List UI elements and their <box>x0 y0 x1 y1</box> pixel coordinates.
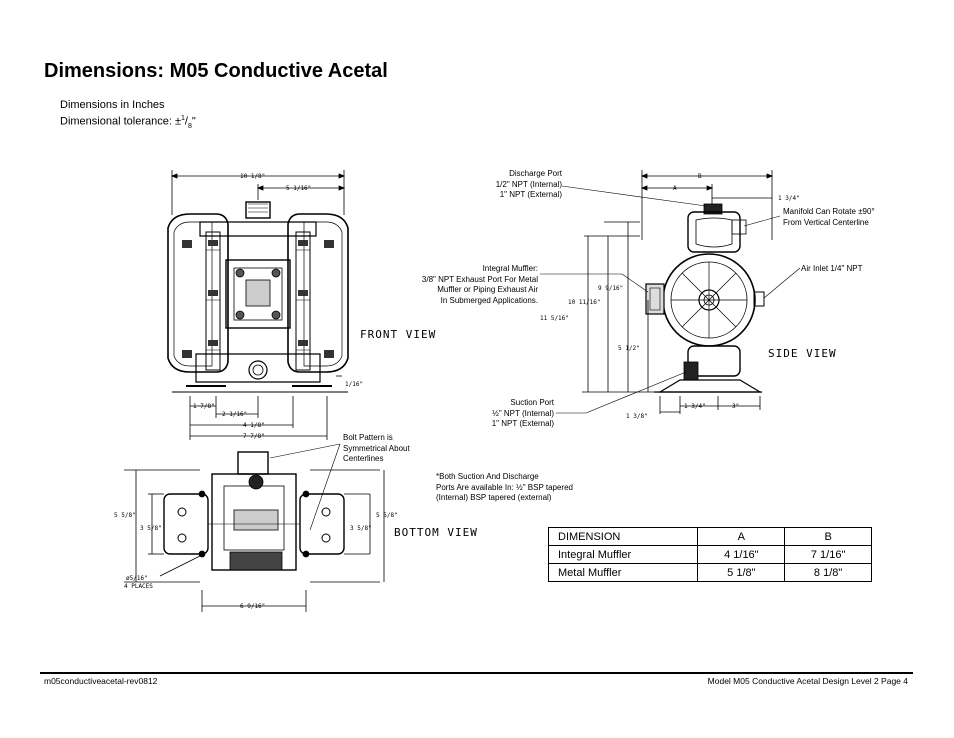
tolerance-suffix: " <box>191 115 196 128</box>
front-foot-dim-2: 2 1/16" <box>222 411 247 418</box>
front-overall-width: 10 1/8" <box>240 173 265 180</box>
air-inlet-callout: Air Inlet 1/4" NPT <box>801 264 863 273</box>
callout-line: Suction Port <box>510 398 554 407</box>
footer-doc-id: m05conductiveacetal-rev0812 <box>44 676 158 686</box>
bottom-left-outer: 5 5/8" <box>114 512 136 519</box>
table-header-row: DIMENSION A B <box>547 527 872 546</box>
callout-line: 1/2" NPT (Internal) <box>495 179 562 189</box>
side-height-1: 9 9/16" <box>598 285 623 292</box>
callout-line: Centerlines <box>343 454 384 463</box>
front-view-drawing: 10 1/8" 5 1/16" 1/16" 1 7/8" 2 1/16" 4 1… <box>167 170 363 440</box>
table-header: DIMENSION <box>547 527 699 546</box>
suction-port-callout: Suction Port ½" NPT (Internal) 1" NPT (E… <box>470 398 554 430</box>
callout-line: Integral Muffler: <box>482 264 538 273</box>
side-top-dim: 1 3/4" <box>778 195 800 202</box>
callout-line: Bolt Pattern is <box>343 433 393 442</box>
callout-line: ½" NPT (Internal) <box>492 408 554 418</box>
callout-line: 1" NPT (External) <box>491 419 554 428</box>
table-cell: Integral Muffler <box>547 545 699 564</box>
side-height-4: 5 1/2" <box>618 345 640 352</box>
tolerance-denominator: 8 <box>187 122 192 130</box>
callout-line: 1" NPT (External) <box>499 190 562 199</box>
bottom-hole-count: 4 PLACES <box>124 583 153 590</box>
front-view-label: FRONT VIEW <box>360 328 437 341</box>
bottom-hole-dia: ø5/16" <box>126 575 148 582</box>
units-note: Dimensions in Inches <box>60 99 165 111</box>
bottom-right-inner: 3 5/8" <box>350 525 372 532</box>
manifold-rotate-callout: Manifold Can Rotate ±90° From Vertical C… <box>783 207 875 228</box>
integral-muffler-callout: Integral Muffler: 3/8" NPT Exhaust Port … <box>384 264 538 306</box>
tolerance-note: Dimensional tolerance: ±1/8" <box>60 115 196 130</box>
page-title: Dimensions: M05 Conductive Acetal <box>44 60 388 82</box>
table-cell: 7 1/16" <box>784 545 872 564</box>
side-bottom-dim-2: 1 3/4" <box>684 403 706 410</box>
callout-line: *Both Suction And Discharge <box>436 472 539 481</box>
callout-line: (Internal) BSP tapered (external) <box>436 493 552 502</box>
front-width-dim-2: 7 7/8" <box>243 433 265 440</box>
table-row: Metal Muffler 5 1/8" 8 1/8" <box>547 563 872 582</box>
dimension-table: DIMENSION A B Integral Muffler 4 1/16" 7… <box>547 527 872 582</box>
side-view-drawing: B A 1 3/4" 9 9/16" 10 11/16" 11 5/16" 5 … <box>540 170 800 420</box>
table-cell: 5 1/8" <box>697 563 786 582</box>
bottom-left-inner: 3 5/8" <box>140 525 162 532</box>
callout-line: Symmetrical About <box>343 443 410 453</box>
callout-line: Ports Are available In: ½" BSP tapered <box>436 482 573 492</box>
footer-page-info: Model M05 Conductive Acetal Design Level… <box>707 676 908 686</box>
side-bottom-dim-1: 1 3/8" <box>626 413 648 420</box>
side-dim-b: B <box>698 173 702 180</box>
callout-line: From Vertical Centerline <box>783 217 869 227</box>
front-half-width: 5 1/16" <box>286 185 311 192</box>
bottom-view-label: BOTTOM VIEW <box>394 526 478 539</box>
table-row: Integral Muffler 4 1/16" 7 1/16" <box>547 545 872 564</box>
side-height-2: 10 11/16" <box>568 299 601 306</box>
bottom-width: 6 9/16" <box>240 603 265 610</box>
side-height-3: 11 5/16" <box>540 315 569 322</box>
bottom-right-outer: 5 5/8" <box>376 512 398 519</box>
table-header: A <box>697 527 786 546</box>
front-foot-dim-1: 1 7/8" <box>193 403 215 410</box>
callout-line: In Submerged Applications. <box>440 295 538 305</box>
front-width-dim-1: 4 1/8" <box>243 422 265 429</box>
side-dim-a: A <box>673 185 677 192</box>
table-cell: 8 1/8" <box>784 563 872 582</box>
tolerance-numerator: 1 <box>180 115 185 122</box>
callout-line: Muffler or Piping Exhaust Air <box>437 285 538 294</box>
table-header: B <box>784 527 872 546</box>
bsp-note: *Both Suction And Discharge Ports Are av… <box>436 472 573 504</box>
side-bottom-dim-3: 3" <box>732 403 739 410</box>
front-base-height: 1/16" <box>345 381 363 388</box>
callout-line: Manifold Can Rotate ±90° <box>783 207 875 216</box>
footer-rule <box>40 672 913 674</box>
table-cell: 4 1/16" <box>697 545 786 564</box>
bottom-view-drawing: 5 5/8" 3 5/8" 3 5/8" 5 5/8" ø5/16" 4 PLA… <box>114 451 398 612</box>
bolt-pattern-callout: Bolt Pattern is Symmetrical About Center… <box>343 433 410 465</box>
table-cell: Metal Muffler <box>547 563 699 582</box>
discharge-port-callout: Discharge Port 1/2" NPT (Internal) 1" NP… <box>456 169 562 201</box>
side-view-label: SIDE VIEW <box>768 347 837 360</box>
tolerance-prefix: Dimensional tolerance: ± <box>60 115 181 128</box>
callout-line: Discharge Port <box>509 169 562 178</box>
callout-line: 3/8" NPT Exhaust Port For Metal <box>421 274 538 284</box>
